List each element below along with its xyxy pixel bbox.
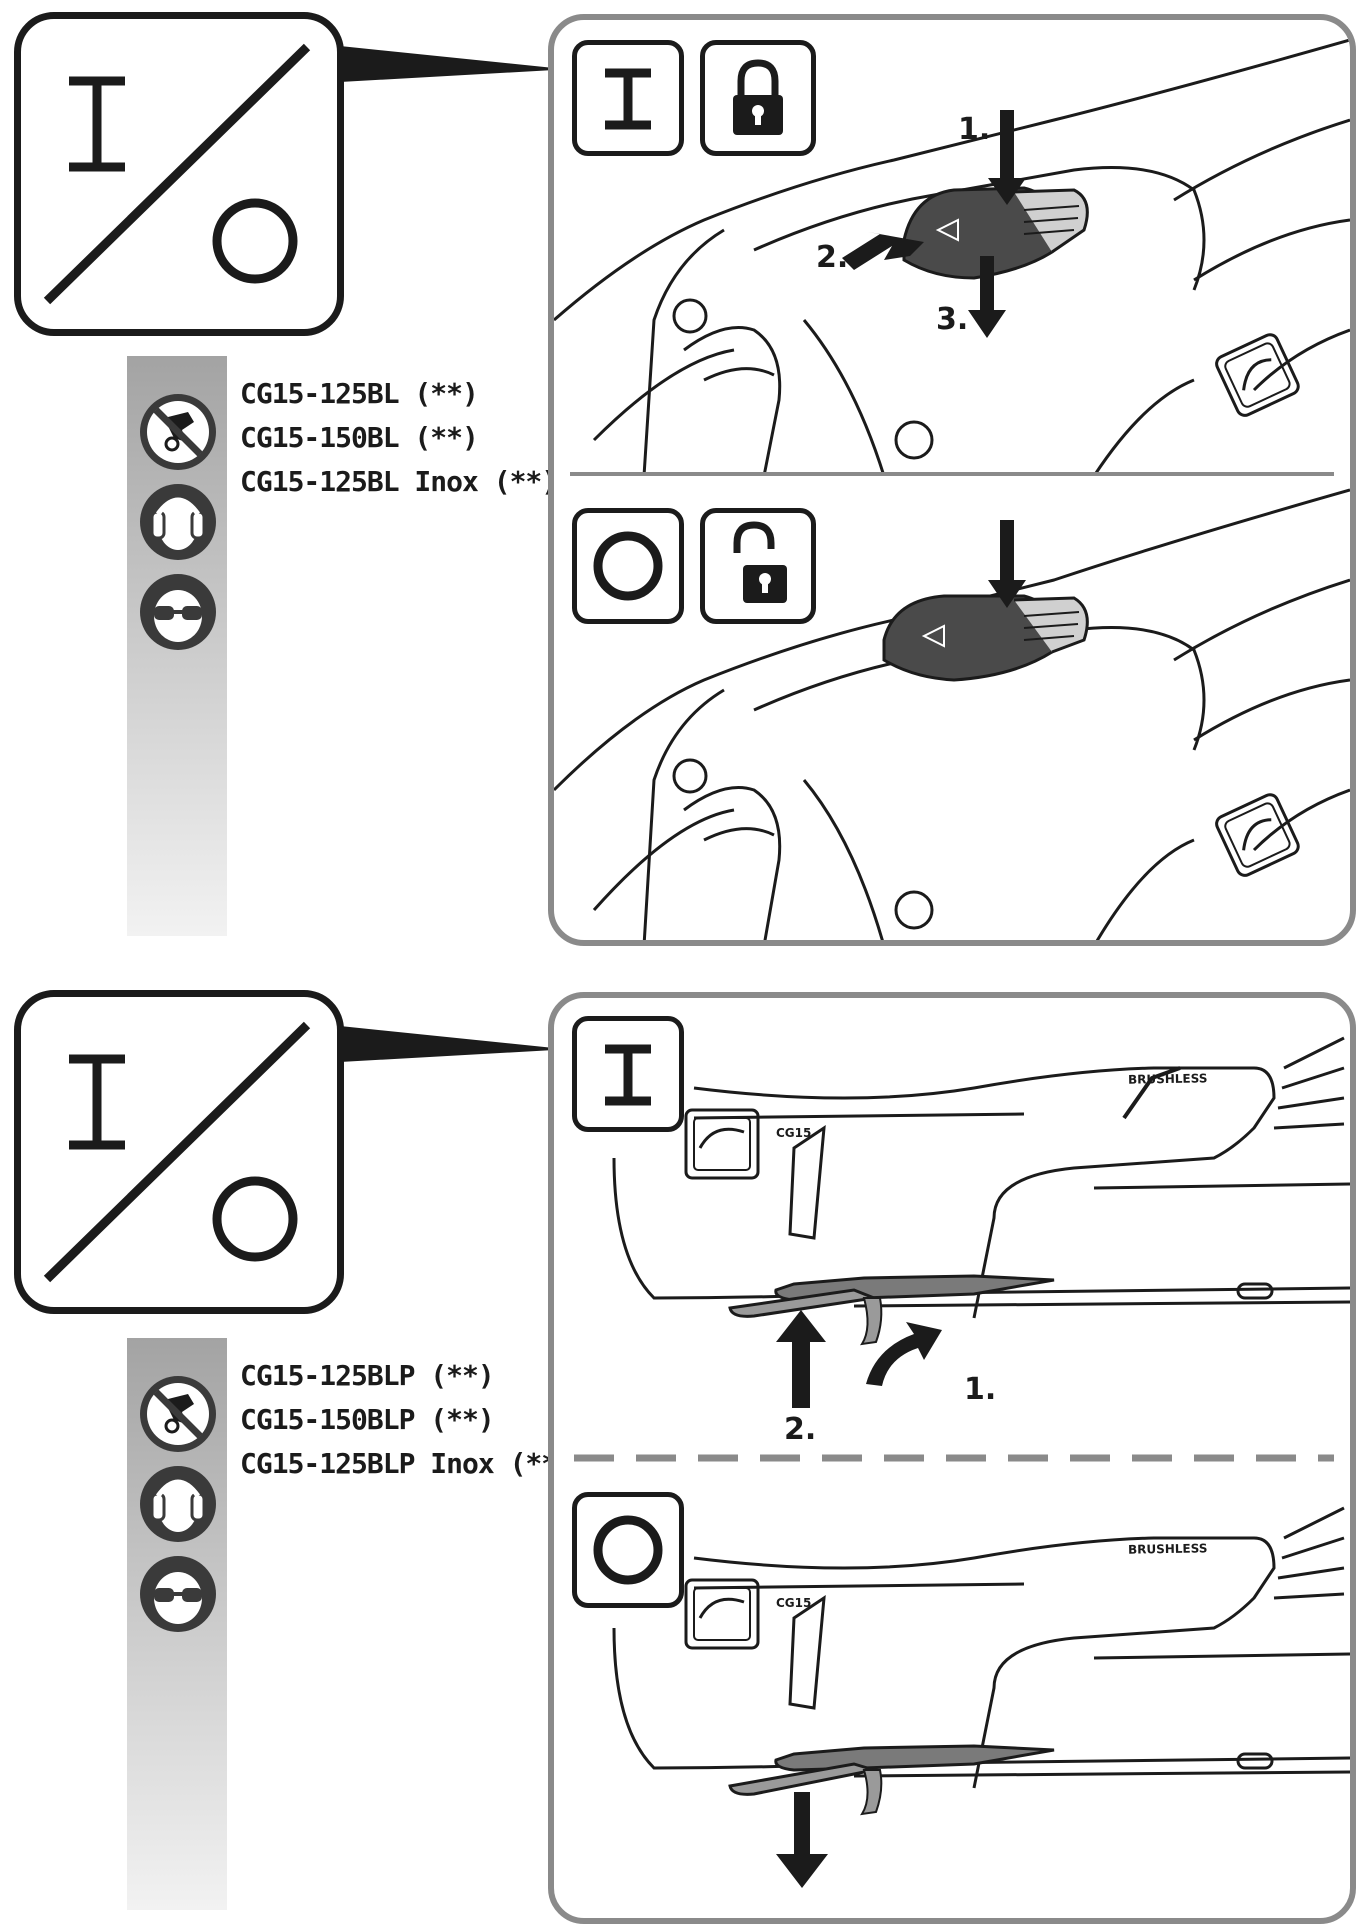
model-list: CG15-125BLP (**) CG15-150BLP (**) CG15-1… xyxy=(240,1354,574,1486)
no-gloves-warning-icon xyxy=(140,1376,216,1452)
power-on-bar-icon xyxy=(605,68,651,130)
section-2: CG15-125BLP (**) CG15-150BLP (**) CG15-1… xyxy=(0,980,1368,1932)
step-3-label: 3. xyxy=(936,302,969,337)
tool-illustration-on xyxy=(574,1036,1350,1462)
model-name: CG15-125BL Inox (**) xyxy=(240,465,558,498)
model-name: CG15-125BLP Inox (**) xyxy=(240,1447,574,1480)
brushless-label: BRUSHLESS xyxy=(1127,1541,1208,1557)
on-off-symbol-box xyxy=(14,12,344,336)
paddle-switch-panel: BRUSHLESS CG15 1. 2. xyxy=(548,992,1356,1924)
unlocked-symbol-box xyxy=(700,508,816,624)
on-symbol-box xyxy=(572,40,684,156)
power-off-circle-icon xyxy=(593,1515,663,1585)
ear-protection-icon xyxy=(140,1466,216,1542)
on-off-symbol-icon xyxy=(43,43,311,305)
on-off-symbol-icon xyxy=(43,1021,311,1283)
tool-illustration-off xyxy=(554,488,1350,940)
model-name: CG15-150BLP (**) xyxy=(240,1403,495,1436)
step-1-label: 1. xyxy=(964,1372,997,1407)
model-list: CG15-125BL (**) CG15-150BL (**) CG15-125… xyxy=(240,372,558,504)
power-off-circle-icon xyxy=(593,531,663,601)
model-name: CG15-125BL (**) xyxy=(240,377,479,410)
model-code-label: CG15 xyxy=(776,1596,812,1610)
off-symbol-box xyxy=(572,508,684,624)
tool-illustration-off xyxy=(612,1506,1350,1888)
section-1: CG15-125BL (**) CG15-150BL (**) CG15-125… xyxy=(0,0,1368,960)
step-2-label: 2. xyxy=(816,240,849,275)
brushless-label: BRUSHLESS xyxy=(1127,1071,1208,1087)
eye-protection-icon xyxy=(140,574,216,650)
callout-pointer xyxy=(340,1026,554,1062)
step-1-label: 1. xyxy=(958,112,991,147)
model-name: CG15-125BLP (**) xyxy=(240,1359,495,1392)
padlock-open-icon xyxy=(733,521,787,603)
model-name: CG15-150BL (**) xyxy=(240,421,479,454)
locked-symbol-box xyxy=(700,40,816,156)
step-2-label: 2. xyxy=(784,1412,817,1447)
on-symbol-box xyxy=(572,1016,684,1132)
on-off-symbol-box xyxy=(14,990,344,1314)
slide-switch-panel: 1. 2. 3. xyxy=(548,14,1356,946)
padlock-closed-icon xyxy=(733,59,783,135)
ear-protection-icon xyxy=(140,484,216,560)
model-code-label: CG15 xyxy=(776,1126,812,1140)
no-gloves-warning-icon xyxy=(140,394,216,470)
power-on-bar-icon xyxy=(605,1044,651,1106)
callout-pointer xyxy=(340,46,554,82)
tool-illustration-on xyxy=(554,38,1350,476)
eye-protection-icon xyxy=(140,1556,216,1632)
off-symbol-box xyxy=(572,1492,684,1608)
